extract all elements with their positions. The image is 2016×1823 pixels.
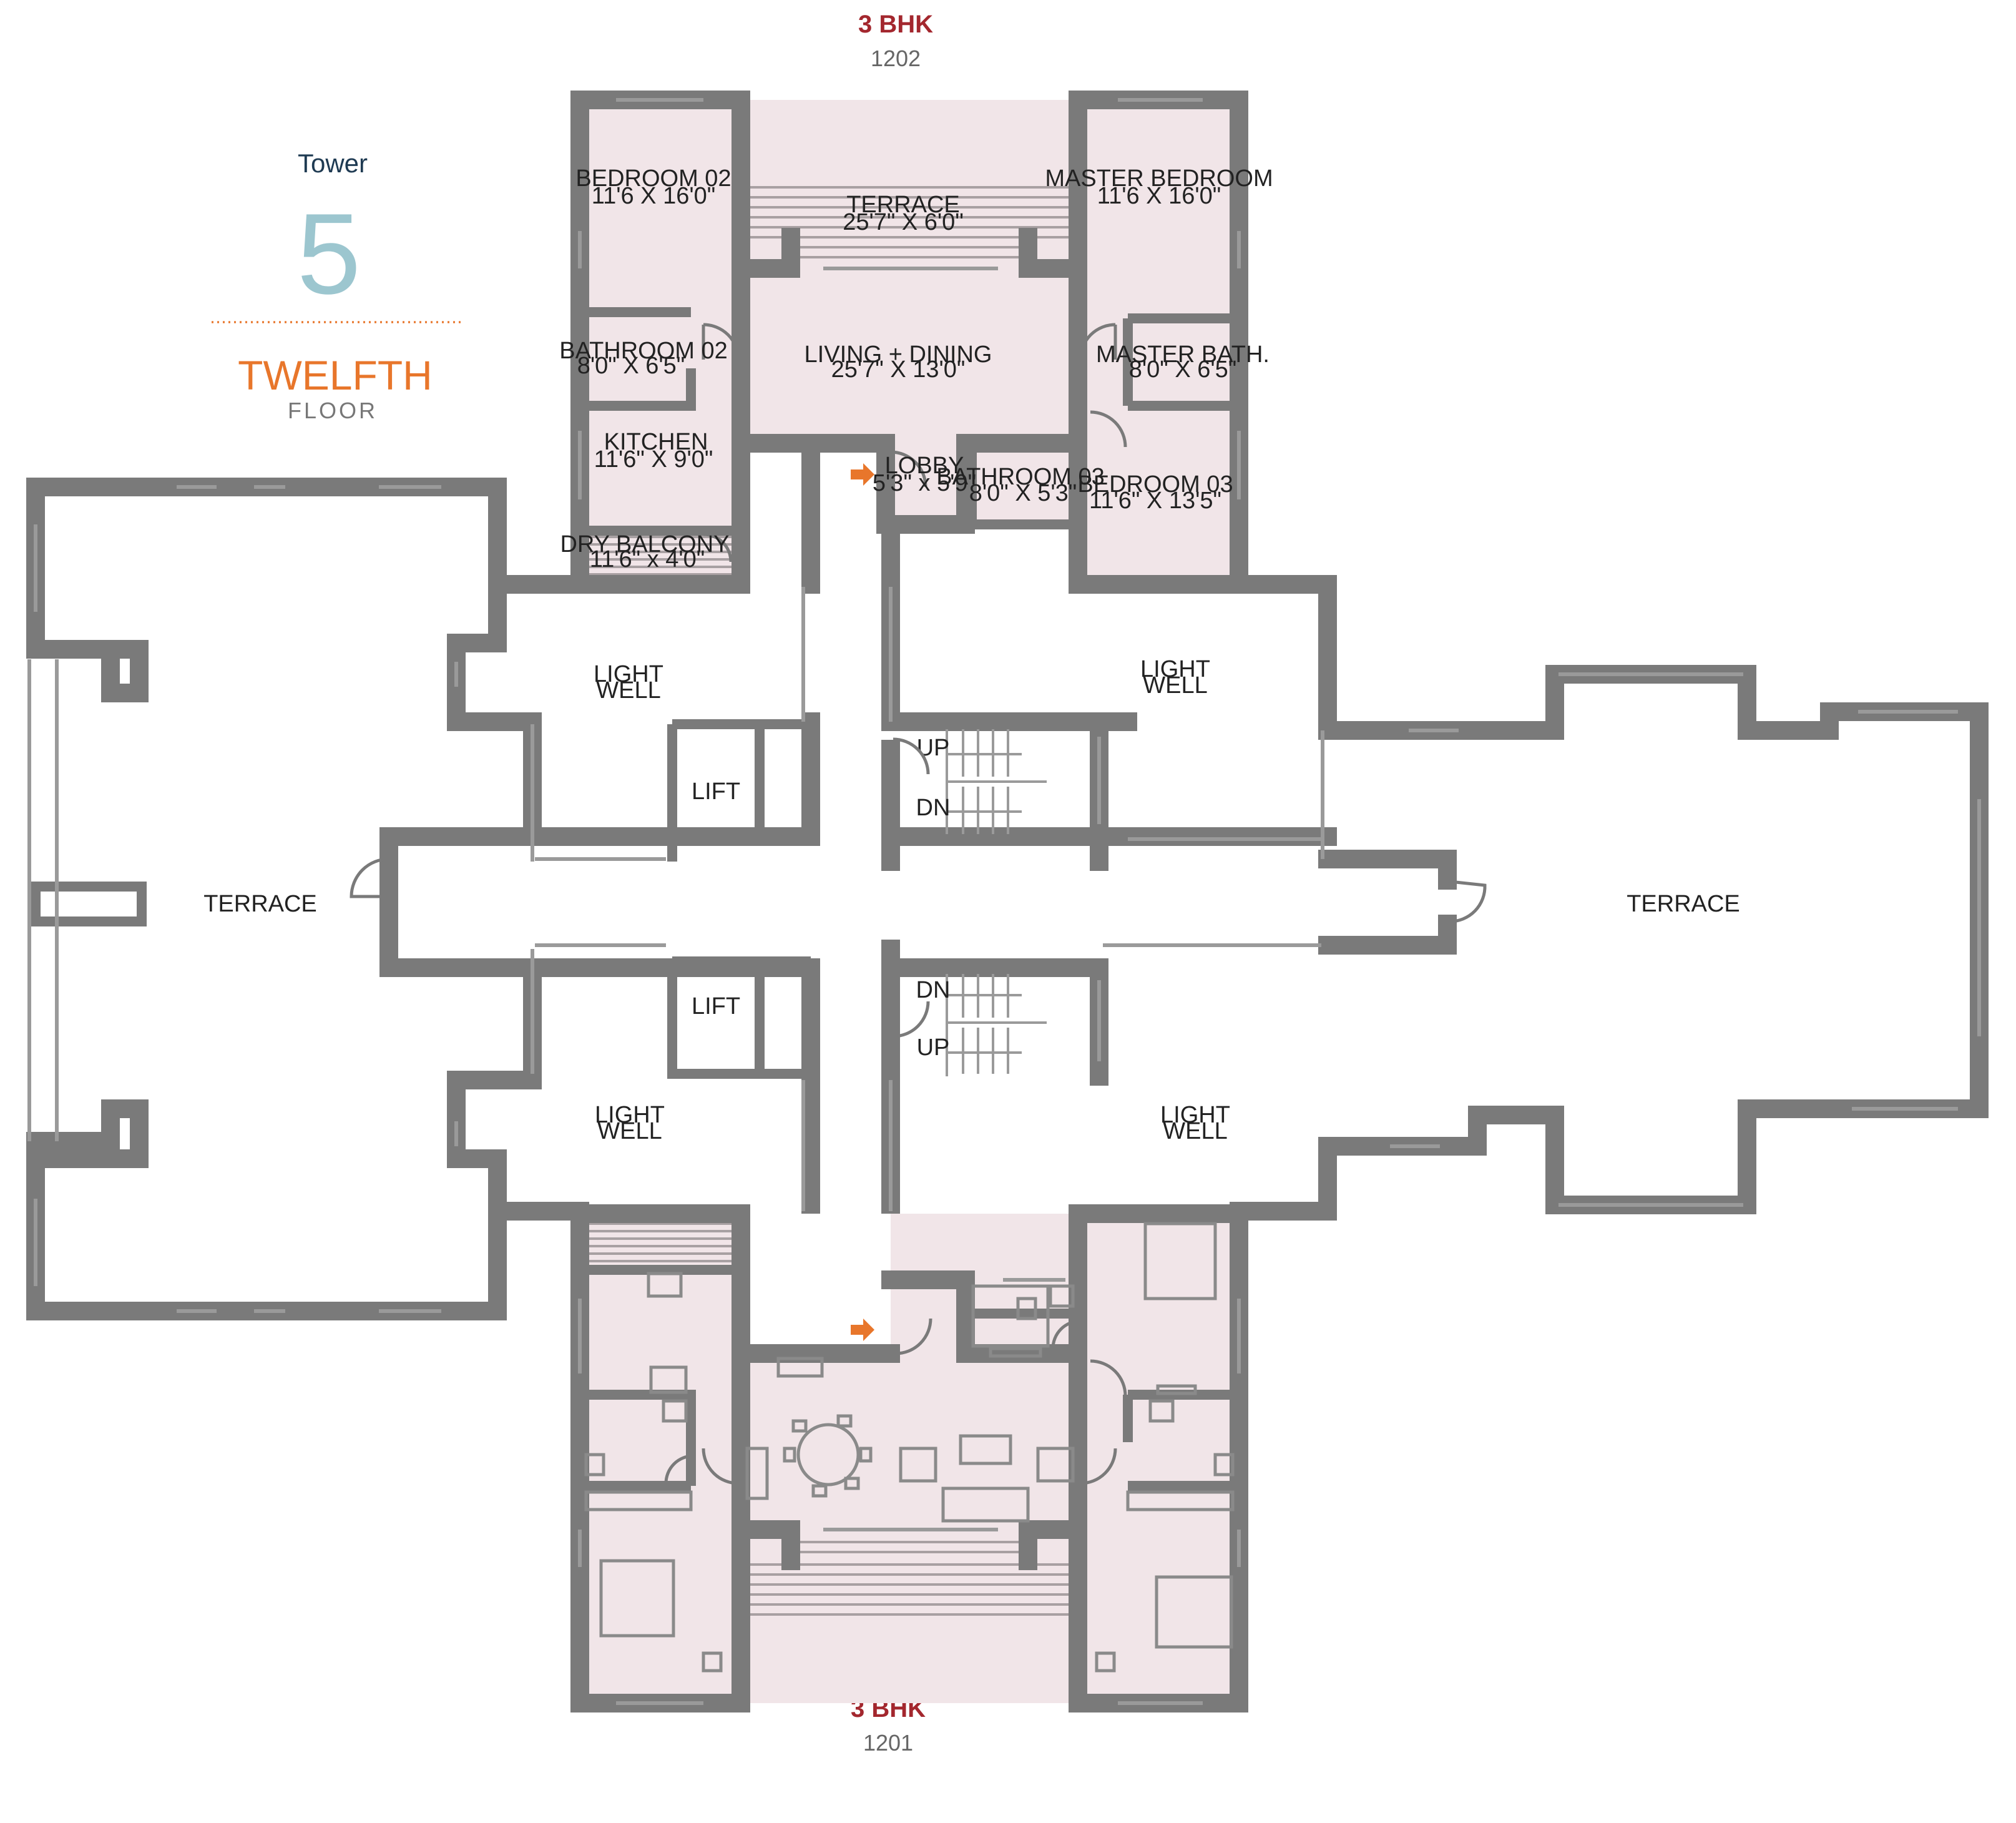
stair-bottom-dn: DN (916, 977, 951, 1003)
dry-balcony-size: 11'6" x 4'0" (590, 546, 705, 572)
dry-balcony-name: DRY BALCONY (560, 531, 729, 558)
lift-top-label: LIFT (692, 779, 740, 805)
light-well-br-2: WELL (1163, 1118, 1227, 1144)
kitchen-size: 11'6" X 9'0" (594, 446, 713, 473)
master-bedroom-size: 11'6 X 16'0" (1097, 183, 1221, 209)
dry-balcony-slats (589, 536, 733, 576)
stair-top-dn: DN (916, 795, 951, 821)
stair-bottom (946, 974, 1101, 1076)
unit-1202: BEDROOM 02 11'6 X 16'0" TERRACE 25'7" X … (559, 91, 1273, 594)
terrace-slats-bottom (743, 1541, 1075, 1616)
floor-name: TWELFTH (238, 352, 433, 398)
bedroom02-name: BEDROOM 02 (575, 165, 731, 192)
unit-1201 (570, 1204, 1248, 1712)
tower-word: Tower (298, 149, 368, 178)
unit-type-top: 3 BHK (858, 11, 933, 38)
bathroom02-name: BATHROOM 02 (559, 338, 728, 364)
lobby-size: 5'3" x 5'9" (873, 470, 976, 496)
core: LIFT LIFT UP DN (454, 440, 1337, 1358)
bedroom03-name: BEDROOM 03 (1077, 471, 1233, 498)
light-well-tr-1: LIGHT (1140, 656, 1210, 682)
light-well-bl-2: WELL (597, 1118, 662, 1144)
master-bath-name: MASTER BATH. (1096, 342, 1270, 368)
furniture (584, 1222, 1235, 1673)
right-wing: TERRACE (1318, 575, 1989, 1221)
stair-top (946, 729, 1101, 834)
bedroom02-size: 11'6 X 16'0" (592, 183, 715, 209)
light-well-bl-1: LIGHT (595, 1102, 665, 1128)
bedroom03-size: 11'6" X 13'5" (1089, 488, 1221, 514)
tower-number: 5 (297, 189, 361, 318)
floor-word: FLOOR (288, 398, 378, 423)
living-dining-size: 25'7" X 13'0" (831, 356, 966, 383)
master-bath-size: 8'0" X 6'5" (1129, 356, 1236, 383)
light-well-tl-1: LIGHT (594, 661, 663, 687)
light-well-br-1: LIGHT (1160, 1102, 1230, 1128)
lift-bottom-label: LIFT (692, 993, 740, 1020)
bathroom03-size: 8'0" X 5'3" (969, 480, 1077, 506)
stair-bottom-up: UP (917, 1034, 950, 1061)
light-well-tr-2: WELL (1143, 672, 1207, 699)
living-dining-name: LIVING + DINING (805, 342, 992, 368)
entry-arrow-icon (851, 463, 874, 486)
unit-number-bottom: 1201 (863, 1730, 913, 1756)
terrace-left: TERRACE (203, 891, 317, 917)
terrace-slats-top (743, 186, 1075, 258)
master-bedroom-name: MASTER BEDROOM (1045, 165, 1273, 192)
terrace-right: TERRACE (1627, 891, 1740, 917)
light-well-tl-2: WELL (596, 677, 660, 704)
terrace-top-size: 25'7" X 6'0" (843, 209, 964, 235)
entry-arrow-bottom-icon (851, 1319, 874, 1341)
kitchen-name: KITCHEN (604, 429, 708, 455)
left-wing: TERRACE (26, 478, 542, 1320)
utility-slats-bottom (589, 1222, 733, 1262)
unit-number-top: 1202 (871, 46, 921, 71)
stair-top-up: UP (917, 735, 950, 761)
terrace-top-name: TERRACE (846, 192, 960, 218)
bathroom03-name: BATHROOM 03 (936, 464, 1105, 490)
bathroom02-size: 8'0" X 6'5" (577, 353, 685, 379)
lobby-name: LOBBY (885, 453, 964, 479)
